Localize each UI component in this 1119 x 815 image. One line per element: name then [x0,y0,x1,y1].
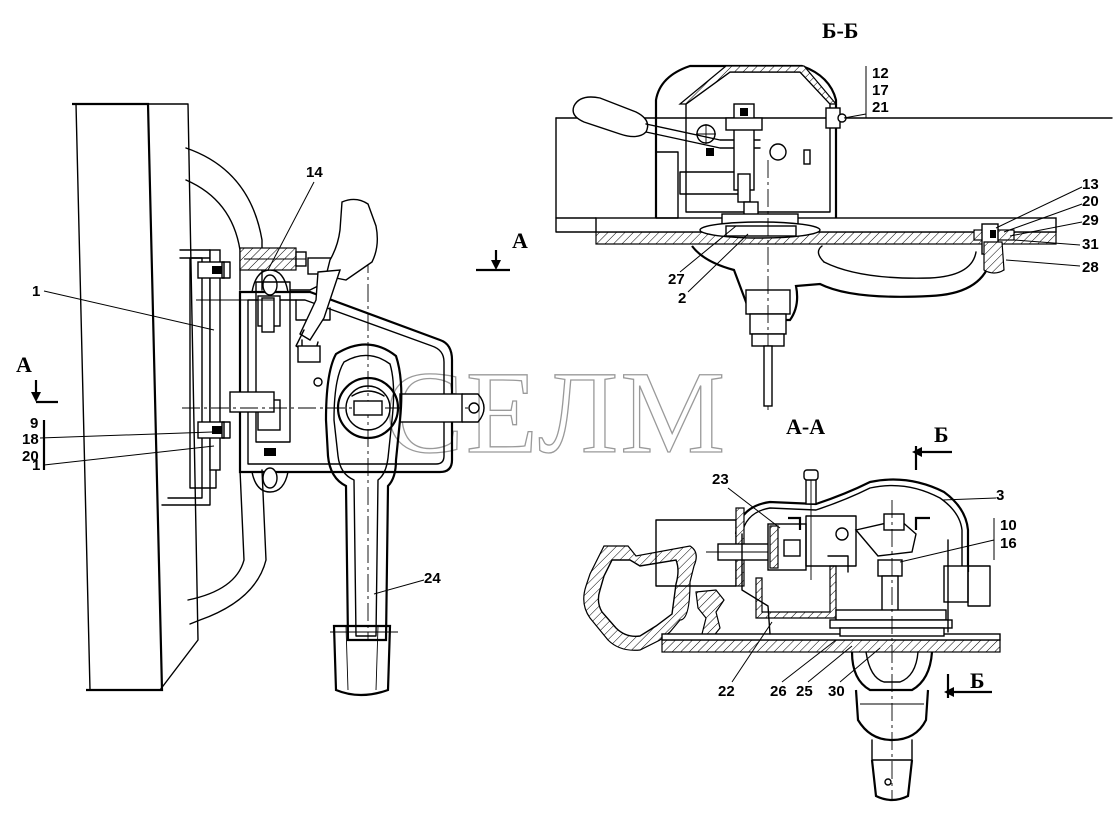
svg-text:А: А [16,352,32,377]
callout-24: 24 [424,570,441,587]
svg-text:Б: Б [934,422,949,447]
rod [196,297,275,413]
callout-22: 22 [718,683,735,700]
callout-12: 12 [872,65,889,82]
callout-10: 10 [1000,517,1017,534]
section-aa-view: А-А Б Б [583,414,1017,802]
callout-31: 31 [1082,236,1099,253]
shaft-end [399,393,485,423]
side-plate [189,249,231,489]
callout-21: 21 [872,99,889,116]
section-b-marker-bottom: Б [944,668,992,698]
callout-2: 2 [678,290,686,307]
callout-1-top: 1 [32,283,40,300]
callout-3: 3 [996,487,1004,504]
section-bb-view: Б-Б [555,18,1113,410]
callout-30: 30 [828,683,845,700]
callout-9: 9 [30,415,38,432]
callout-18: 18 [22,431,39,448]
section-b-marker-top: Б [912,422,952,470]
callout-28: 28 [1082,259,1099,276]
callout-26: 26 [770,683,787,700]
svg-text:А: А [512,228,528,253]
door-handle [324,343,403,697]
callout-16: 16 [1000,535,1017,552]
svg-text:Б: Б [970,668,985,693]
section-a-marker-left: А [16,352,58,470]
callout-20-right: 20 [1082,193,1099,210]
callout-23: 23 [712,471,729,488]
callout-27: 27 [668,271,685,288]
callout-20-left: 20 [22,448,39,465]
release-lever [295,198,379,363]
callout-17: 17 [872,82,889,99]
callout-13: 13 [1082,176,1099,193]
section-bb-title: Б-Б [822,18,858,43]
section-aa-title: А-А [786,414,825,439]
callout-1-bottom: 1 [32,457,40,474]
main-view: А А 1 14 9 18 20 1 24 [16,102,528,697]
cab-pillar [72,102,199,692]
callouts-left: 1 14 9 18 20 1 24 [22,164,441,595]
callout-29: 29 [1082,212,1099,229]
section-a-marker-right: А [476,228,528,272]
callout-14: 14 [306,164,323,181]
callout-25: 25 [796,683,813,700]
